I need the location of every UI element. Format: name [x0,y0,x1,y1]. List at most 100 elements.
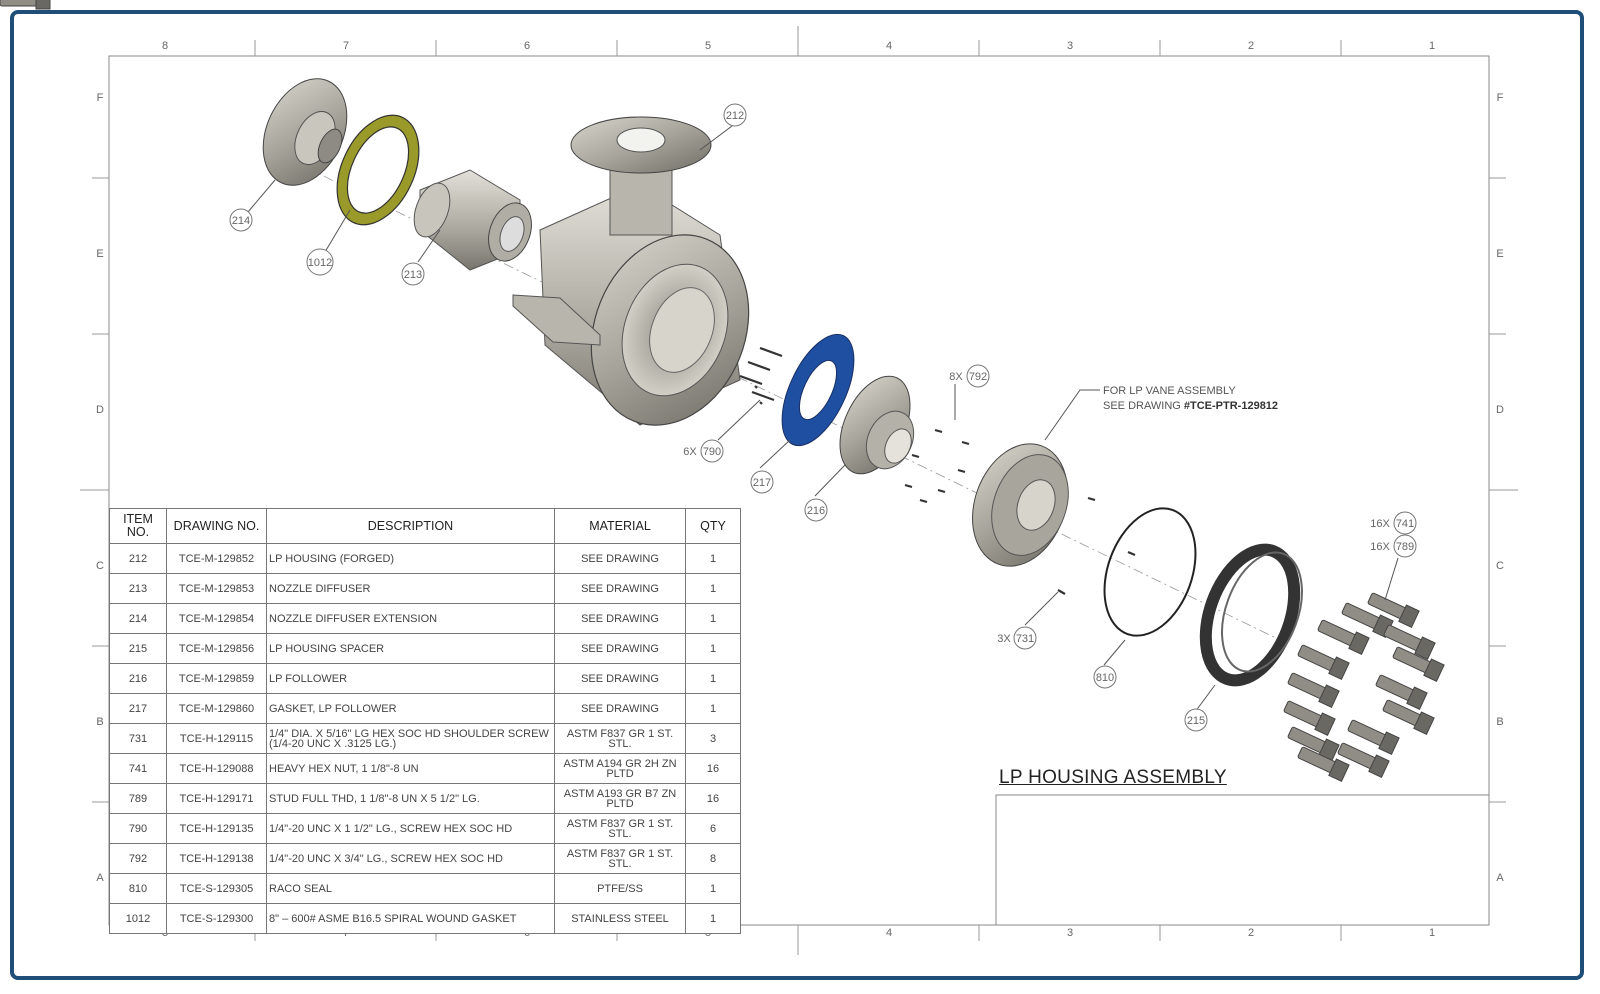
bom-cell-description: 1/4"-20 UNC X 1 1/2" LG., SCREW HEX SOC … [266,813,555,844]
leader-lines [247,125,1399,713]
bill-of-materials: ITEM NO. DRAWING NO. DESCRIPTION MATERIA… [109,508,741,934]
bom-cell-item: 216 [109,663,167,694]
bom-cell-qty: 3 [685,723,741,754]
bom-cell-qty: 1 [685,693,741,724]
bom-cell-drawing: TCE-M-129853 [166,573,267,604]
bom-cell-drawing: TCE-M-129854 [166,603,267,634]
balloon-789: 789 [1396,541,1414,553]
bom-cell-drawing: TCE-H-129135 [166,813,267,844]
bom-cell-description: 1/4"-20 UNC X 3/4" LG., SCREW HEX SOC HD [266,843,555,874]
zone-row-f-right: F [1496,92,1504,104]
bom-cell-material: ASTM F837 GR 1 ST. STL. [554,843,686,874]
balloon-216: 216 [807,505,825,517]
balloon-1012: 1012 [308,257,332,269]
bom-cell-description: NOZZLE DIFFUSER [266,573,555,604]
balloon-731: 731 [1016,633,1034,645]
balloon-790: 790 [703,446,721,458]
bom-header-description: DESCRIPTION [266,508,555,544]
part-212-lp-housing [512,116,750,426]
bom-cell-material: ASTM A194 GR 2H ZN PLTD [554,753,686,784]
bom-cell-material: SEE DRAWING [554,693,686,724]
balloon-212: 212 [726,110,744,122]
bom-cell-material: SEE DRAWING [554,633,686,664]
bom-cell-item: 217 [109,693,167,724]
bom-cell-drawing: TCE-H-129088 [166,753,267,784]
part-790-screws [739,346,783,405]
bom-cell-item: 1012 [109,903,167,934]
bom-cell-item: 789 [109,783,167,814]
zone-col-4-top: 4 [885,40,893,52]
bom-cell-drawing: TCE-H-129115 [166,723,267,754]
bom-cell-drawing: TCE-H-129138 [166,843,267,874]
bom-cell-description: 1/4" DIA. X 5/16" LG HEX SOC HD SHOULDER… [266,723,555,754]
drawing-frame [10,10,1584,980]
bom-cell-drawing: TCE-M-129860 [166,693,267,724]
bom-cell-qty: 1 [685,873,741,904]
bom-header-qty: QTY [685,508,741,544]
bom-header-material: MATERIAL [554,508,686,544]
bom-cell-drawing: TCE-M-129856 [166,633,267,664]
part-1012-spiral-wound-gasket [336,114,420,226]
bom-cell-item: 792 [109,843,167,874]
zone-row-c-left: C [96,560,104,572]
balloon-789-qty: 16X [1370,541,1390,553]
bom-cell-qty: 1 [685,633,741,664]
zone-row-a-left: A [96,872,104,884]
part-214-nozzle-diffuser-extension [262,78,348,186]
bom-cell-item: 741 [109,753,167,784]
bom-cell-material: ASTM A193 GR B7 ZN PLTD [554,783,686,814]
bom-header-drawing: DRAWING NO. [166,508,267,544]
zone-row-c-right: C [1496,560,1504,572]
zone-col-7-top: 7 [342,40,350,52]
bom-cell-description: STUD FULL THD, 1 1/8"-8 UN X 5 1/2" LG. [266,783,555,814]
zone-col-5-top: 5 [704,40,712,52]
bom-cell-description: LP HOUSING SPACER [266,633,555,664]
bom-cell-description: GASKET, LP FOLLOWER [266,693,555,724]
zone-col-3-top: 3 [1066,40,1074,52]
balloon-214: 214 [232,215,250,227]
zone-col-1-top: 1 [1428,40,1436,52]
bom-cell-description: LP FOLLOWER [266,663,555,694]
bom-cell-qty: 16 [685,753,741,784]
zone-col-2-bottom: 2 [1247,927,1255,939]
balloon-741-qty: 16X [1370,518,1390,530]
bom-cell-item: 215 [109,633,167,664]
balloon-213: 213 [404,269,422,281]
note-drawing-ref: #TCE-PTR-129812 [1183,400,1279,412]
zone-row-d-left: D [96,404,104,416]
zone-row-b-right: B [1496,716,1504,728]
bom-cell-material: SEE DRAWING [554,543,686,574]
zone-col-6-top: 6 [523,40,531,52]
bom-cell-item: 212 [109,543,167,574]
bom-cell-qty: 1 [685,603,741,634]
balloon-circles [229,103,1417,732]
drawing-title: LP HOUSING ASSEMBLY [999,767,1227,788]
part-217-gasket [781,333,855,447]
bom-cell-qty: 1 [685,903,741,934]
title-block [995,794,1490,926]
part-216-lp-follower [839,375,915,475]
bom-cell-material: ASTM F837 GR 1 ST. STL. [554,723,686,754]
bom-cell-material: ASTM F837 GR 1 ST. STL. [554,813,686,844]
part-215-lp-housing-spacer [1199,543,1303,687]
part-810-raco-seal [1103,507,1197,637]
vane-assembly-note: FOR LP VANE ASSEMBLY SEE DRAWING #TCE-PT… [1103,384,1278,414]
bom-cell-item: 214 [109,603,167,634]
zone-row-f-left: F [96,92,104,104]
balloon-741: 741 [1396,518,1414,530]
zone-row-e-right: E [1496,248,1504,260]
bom-cell-description: LP HOUSING (FORGED) [266,543,555,574]
zone-row-d-right: D [1496,404,1504,416]
zone-col-2-top: 2 [1247,40,1255,52]
